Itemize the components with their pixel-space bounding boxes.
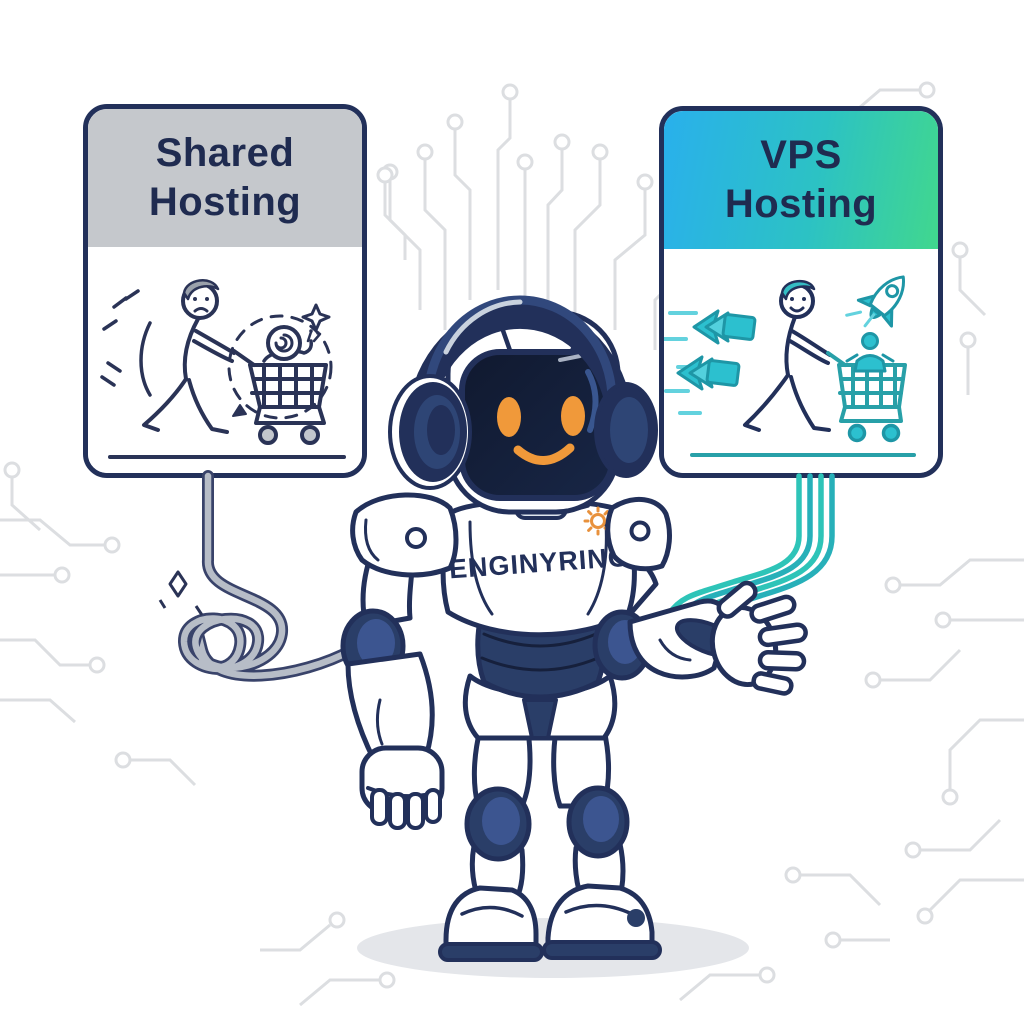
sparkle-icon xyxy=(158,570,204,616)
snail-icon xyxy=(262,325,322,363)
vps-hosting-title: VPS Hosting xyxy=(724,133,878,226)
cart-passenger-icon xyxy=(845,332,895,373)
slow-cart-illustration xyxy=(100,279,346,459)
robot-left-eye xyxy=(497,397,521,437)
robot-torso: ENGINYRING xyxy=(440,498,637,638)
shared-hosting-card: Shared Hosting xyxy=(83,104,367,478)
frustrated-person-icon xyxy=(142,279,236,434)
slow-loop-icon xyxy=(227,303,333,420)
shared-hosting-title: Shared Hosting xyxy=(148,131,302,224)
vps-hosting-card: VPS Hosting xyxy=(659,106,943,478)
robot-visor xyxy=(459,349,615,501)
booster-rocket-icon xyxy=(676,309,757,391)
shopping-cart-icon xyxy=(232,349,328,445)
vps-hosting-body xyxy=(664,249,938,473)
shared-hosting-body xyxy=(88,247,362,473)
robot-legs xyxy=(438,727,662,962)
rocket-icon xyxy=(845,275,905,328)
fast-cart-icon xyxy=(826,351,907,443)
shared-hosting-header: Shared Hosting xyxy=(88,109,362,247)
robot-boots xyxy=(438,883,662,962)
robot-mascot: ENGINYRING xyxy=(340,295,808,962)
vps-hosting-header: VPS Hosting xyxy=(664,111,938,249)
strain-dashes-icon xyxy=(100,289,152,397)
speed-dashes-icon xyxy=(664,311,704,415)
robot-smile xyxy=(513,443,575,465)
robot-head xyxy=(388,295,658,520)
headphones-icon xyxy=(388,295,658,490)
robot-right-eye xyxy=(561,396,585,436)
robot-shoulders xyxy=(350,492,672,578)
fast-cart-illustration xyxy=(664,275,916,457)
tangled-wire-icon xyxy=(177,470,358,682)
robot-left-arm xyxy=(340,608,445,830)
robot-right-arm xyxy=(592,580,808,696)
